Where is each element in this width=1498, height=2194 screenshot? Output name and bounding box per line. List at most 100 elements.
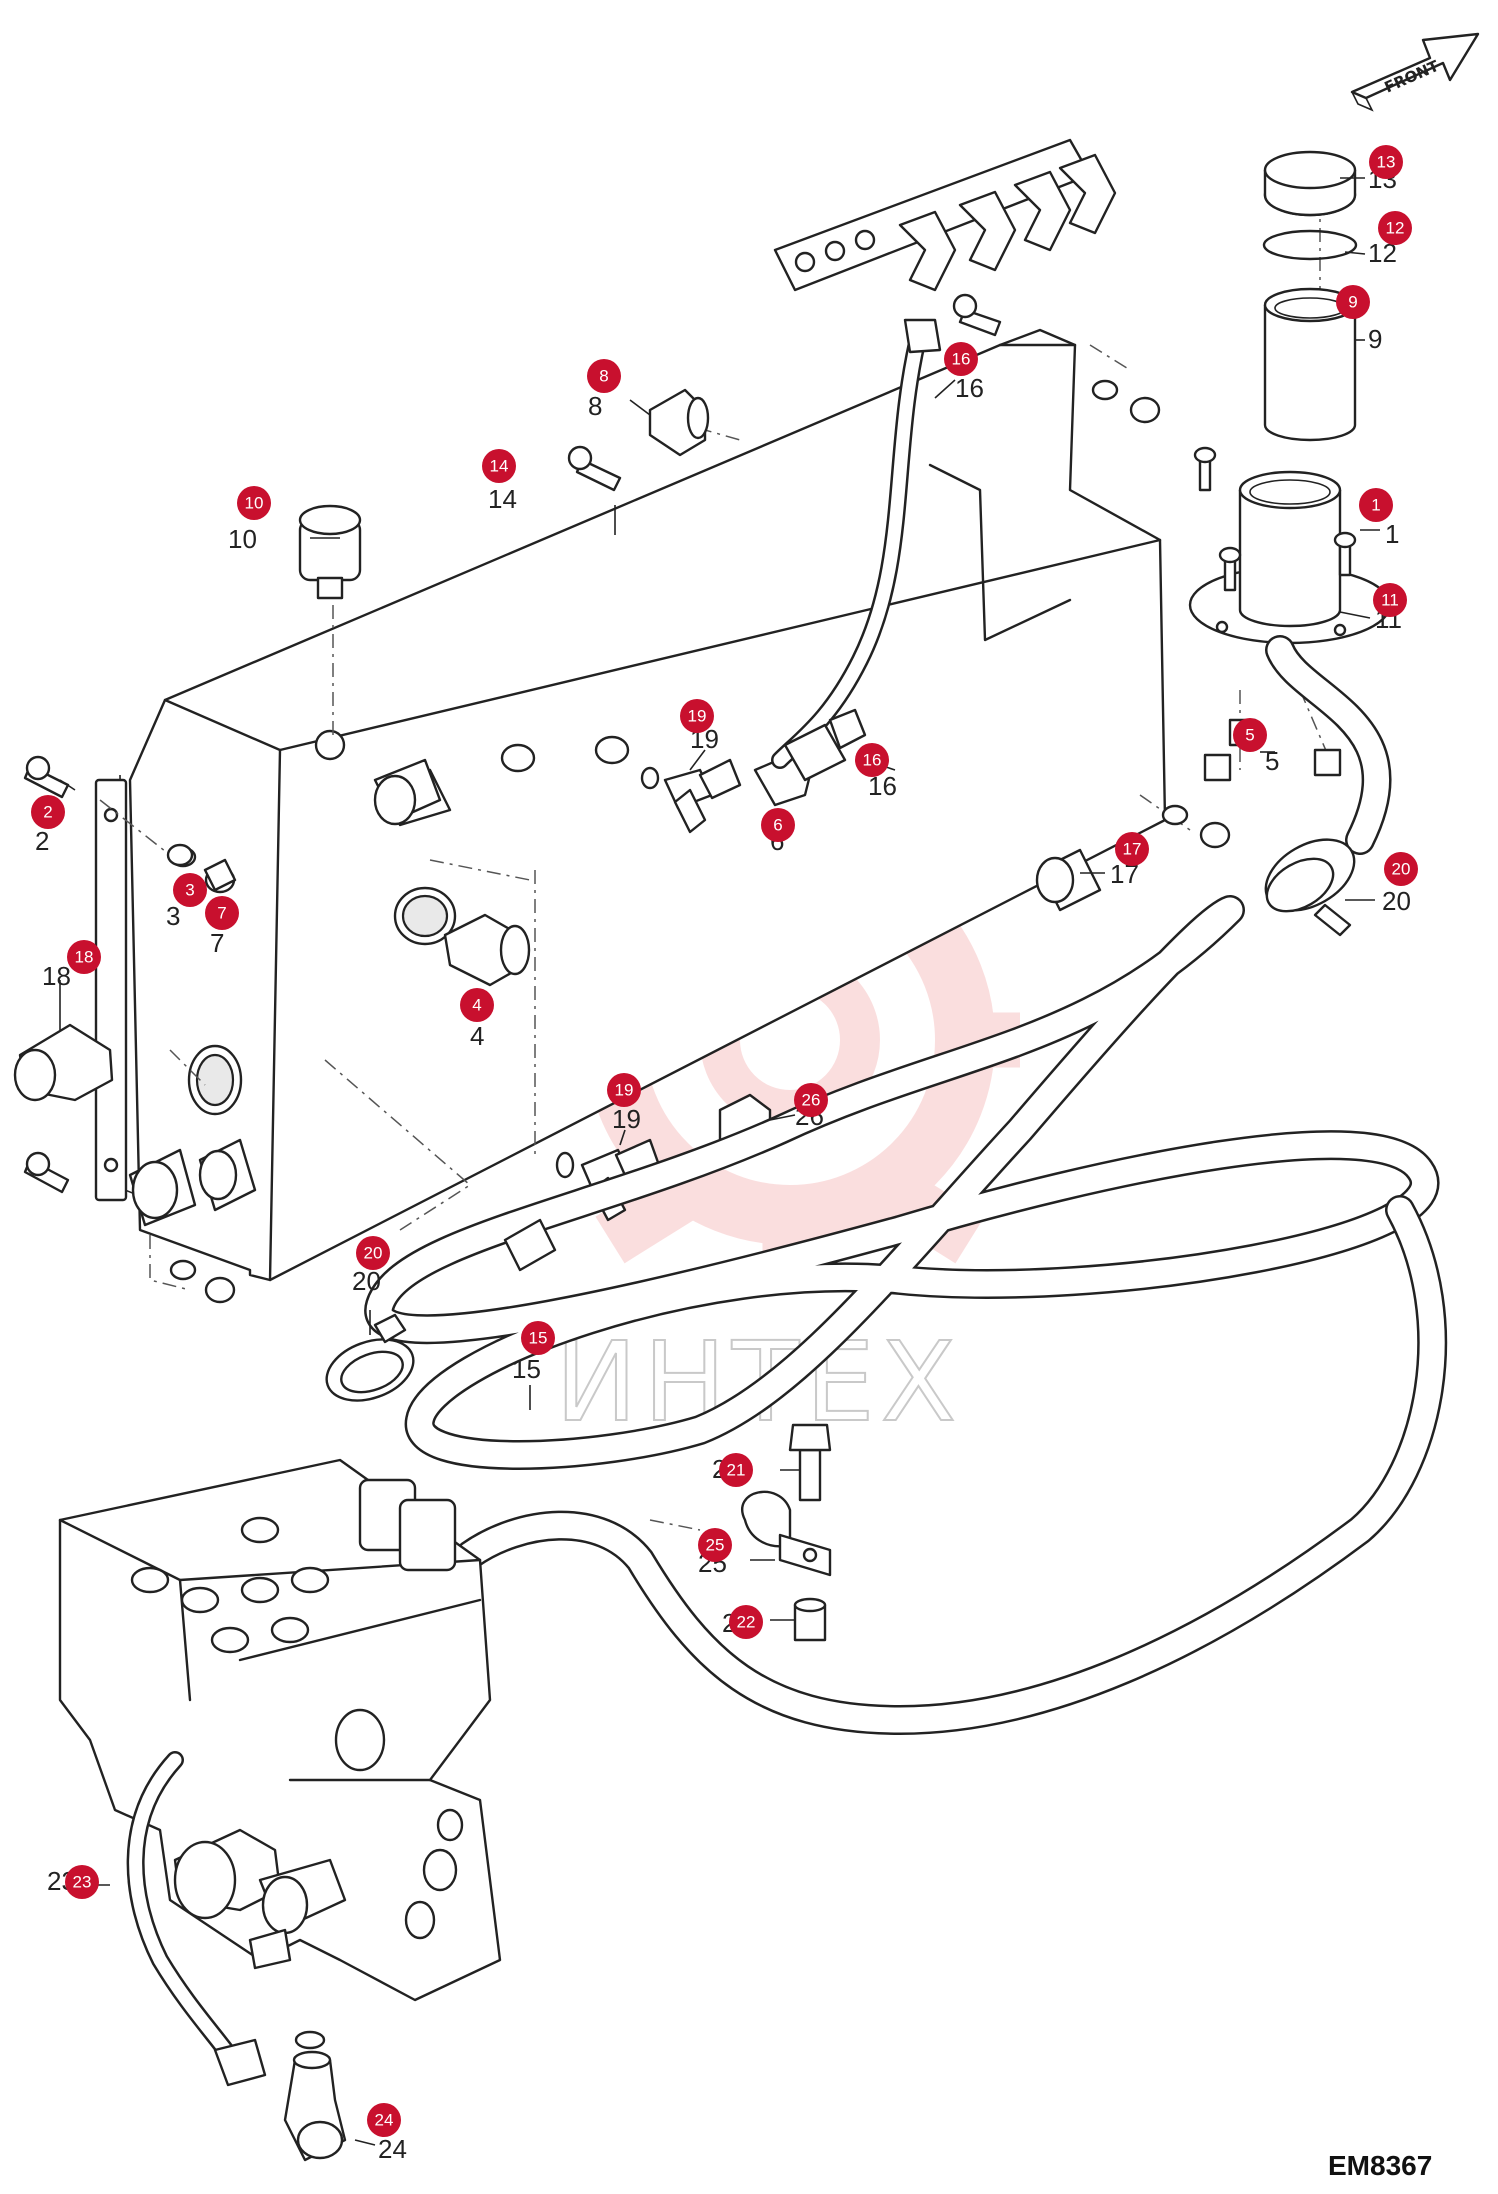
svg-text:5: 5: [1245, 726, 1254, 745]
callout-badge: 23: [65, 1865, 99, 1899]
nut-22: [793, 1597, 827, 1642]
filler-bolts-1: [1193, 446, 1357, 592]
callout-badge: 26: [794, 1083, 828, 1117]
svg-text:15: 15: [529, 1329, 548, 1348]
callout-badge: 1: [1359, 488, 1393, 522]
svg-text:11: 11: [1381, 591, 1399, 610]
part-number-label: 14: [488, 484, 517, 514]
callout-badge: 9: [1336, 285, 1370, 319]
fitting-4-adapter: [443, 913, 531, 987]
front-direction-arrow: FRONT: [1350, 32, 1480, 112]
bolt-21: [788, 1423, 832, 1502]
filler-hose: [1265, 635, 1392, 855]
callout-badge: 3: [173, 873, 207, 907]
hose-clamp-20-lower: [325, 1313, 415, 1402]
part-number-label: 20: [352, 1266, 381, 1296]
callout-badge: 6: [761, 808, 795, 842]
hose-15: [364, 895, 1440, 1470]
hose-23: [126, 1751, 267, 2087]
callout-badge: 19: [680, 699, 714, 733]
callout-badge: 15: [521, 1321, 555, 1355]
tee-fitting-upper: [640, 758, 742, 834]
svg-text:26: 26: [802, 1091, 821, 1110]
svg-text:22: 22: [737, 1613, 756, 1632]
part-number-label: 16: [955, 373, 984, 403]
part-number-label: 20: [1382, 886, 1411, 916]
svg-text:9: 9: [1348, 293, 1357, 312]
filler-cap-13: [1263, 150, 1357, 217]
hose-clamp-20-upper: [1264, 838, 1356, 937]
callout-badge: 20: [356, 1236, 390, 1270]
callout-badge: 8: [587, 359, 621, 393]
callout-labels: 1 1 2 2 3 3 4 4 5 5 6 6 7 7 8 8 9 9 10 1…: [31, 145, 1418, 2164]
svg-text:13: 13: [1377, 153, 1396, 172]
svg-text:19: 19: [615, 1081, 634, 1100]
svg-text:1: 1: [1371, 496, 1380, 515]
svg-text:18: 18: [75, 948, 94, 967]
callout-badge: 7: [205, 896, 239, 930]
elbow-fitting-24: [283, 2050, 347, 2162]
callout-badge: 14: [482, 449, 516, 483]
part-number-label: 18: [42, 961, 71, 991]
svg-text:4: 4: [472, 996, 481, 1015]
fitting-3: [166, 843, 237, 892]
callout-badge: 5: [1233, 718, 1267, 752]
svg-text:20: 20: [364, 1244, 383, 1263]
strainer-9: [1263, 287, 1357, 442]
svg-text:16: 16: [952, 350, 971, 369]
svg-text:19: 19: [688, 707, 707, 726]
part-number-label: 2: [35, 826, 49, 856]
svg-text:6: 6: [773, 816, 782, 835]
callout-badge: 10: [237, 486, 271, 520]
callout-badge: 4: [460, 988, 494, 1022]
svg-text:20: 20: [1392, 860, 1411, 879]
part-number-label: 1: [1385, 519, 1399, 549]
part-number-label: 8: [588, 391, 602, 421]
fitting-8: [648, 388, 710, 457]
tank-side-tubes: [128, 1138, 257, 1227]
callout-badge: 12: [1378, 211, 1412, 245]
clamp-25: [741, 1490, 832, 1577]
part-number-label: 24: [378, 2134, 407, 2164]
callout-badge: 19: [607, 1073, 641, 1107]
svg-text:24: 24: [375, 2111, 394, 2130]
part-number-label: 7: [210, 928, 224, 958]
gasket-12: [1262, 229, 1358, 261]
svg-text:21: 21: [727, 1461, 746, 1480]
valve-plate: [773, 138, 1117, 292]
plug-17: [1035, 848, 1102, 912]
tank-plugs: [373, 758, 442, 826]
svg-text:12: 12: [1386, 219, 1405, 238]
front-label: FRONT: [1382, 57, 1442, 97]
callout-badge: 24: [367, 2103, 401, 2137]
breather-cap: [298, 504, 362, 600]
svg-text:3: 3: [185, 881, 194, 900]
part-number-label: 9: [1368, 324, 1382, 354]
return-hose: [455, 1195, 1448, 1735]
part-number-label: 4: [470, 1021, 484, 1051]
part-number-label: 5: [1265, 746, 1279, 776]
callout-badge: 16: [855, 743, 889, 777]
control-valve-assembly: [58, 1458, 502, 2002]
callout-badge: 21: [719, 1453, 753, 1487]
svg-text:25: 25: [706, 1536, 725, 1555]
svg-text:23: 23: [73, 1873, 92, 1892]
svg-text:16: 16: [863, 751, 882, 770]
part-number-label: 19: [612, 1104, 641, 1134]
callout-badge: 25: [698, 1528, 732, 1562]
fitting-18-adapter: [13, 1023, 114, 1102]
o-ring-24: [294, 2030, 326, 2050]
svg-text:7: 7: [217, 904, 226, 923]
svg-text:8: 8: [599, 367, 608, 386]
svg-text:10: 10: [245, 494, 264, 513]
callout-badge: 13: [1369, 145, 1403, 179]
callout-badge: 16: [944, 342, 978, 376]
callout-badge: 18: [67, 940, 101, 974]
callout-badge: 22: [729, 1605, 763, 1639]
drawing-code: EM8367: [1328, 2150, 1433, 2181]
part-number-label: 15: [512, 1354, 541, 1384]
callout-badge: 2: [31, 795, 65, 829]
callout-badge: 11: [1373, 583, 1407, 617]
assembly-lines: [99, 170, 1331, 1531]
